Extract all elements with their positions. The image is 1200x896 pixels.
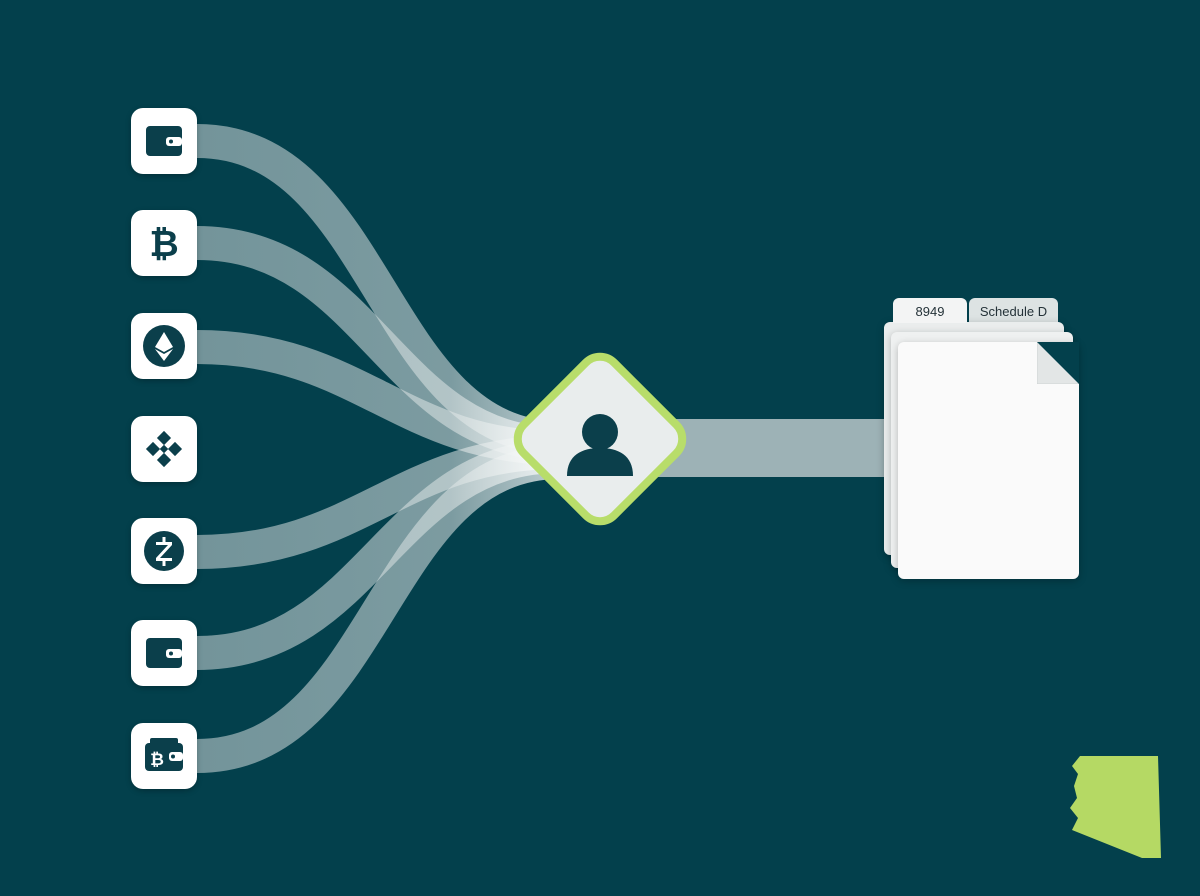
source-tile-wallet[interactable] bbox=[131, 108, 197, 174]
bitcoin-wallet-icon: ₿ bbox=[145, 738, 183, 771]
page-fold-icon bbox=[1037, 342, 1079, 384]
bitcoin-icon: ₿ bbox=[149, 224, 178, 265]
source-tile-ethereum[interactable] bbox=[131, 313, 197, 379]
binance-icon bbox=[145, 430, 183, 468]
source-tile-zcash[interactable] bbox=[131, 518, 197, 584]
source-tile-bitcoin-wallet[interactable]: ₿ bbox=[131, 723, 197, 789]
user-hub bbox=[513, 352, 687, 526]
ethereum-icon bbox=[143, 325, 185, 367]
wallet-icon bbox=[146, 638, 182, 668]
document-sheet-front[interactable] bbox=[898, 342, 1079, 579]
arizona-state-icon bbox=[1070, 756, 1161, 858]
zcash-icon bbox=[144, 531, 184, 571]
svg-text:₿: ₿ bbox=[150, 750, 164, 770]
source-tile-wallet-2[interactable] bbox=[131, 620, 197, 686]
source-tile-binance[interactable] bbox=[131, 416, 197, 482]
source-tile-bitcoin[interactable]: ₿ bbox=[131, 210, 197, 276]
svg-text:₿: ₿ bbox=[149, 224, 178, 265]
wallet-icon bbox=[146, 126, 182, 156]
tab-schedule-d[interactable]: Schedule D bbox=[969, 298, 1058, 323]
flow-path-7 bbox=[196, 445, 561, 773]
user-icon bbox=[567, 414, 633, 476]
tab-8949[interactable]: 8949 bbox=[893, 298, 967, 323]
